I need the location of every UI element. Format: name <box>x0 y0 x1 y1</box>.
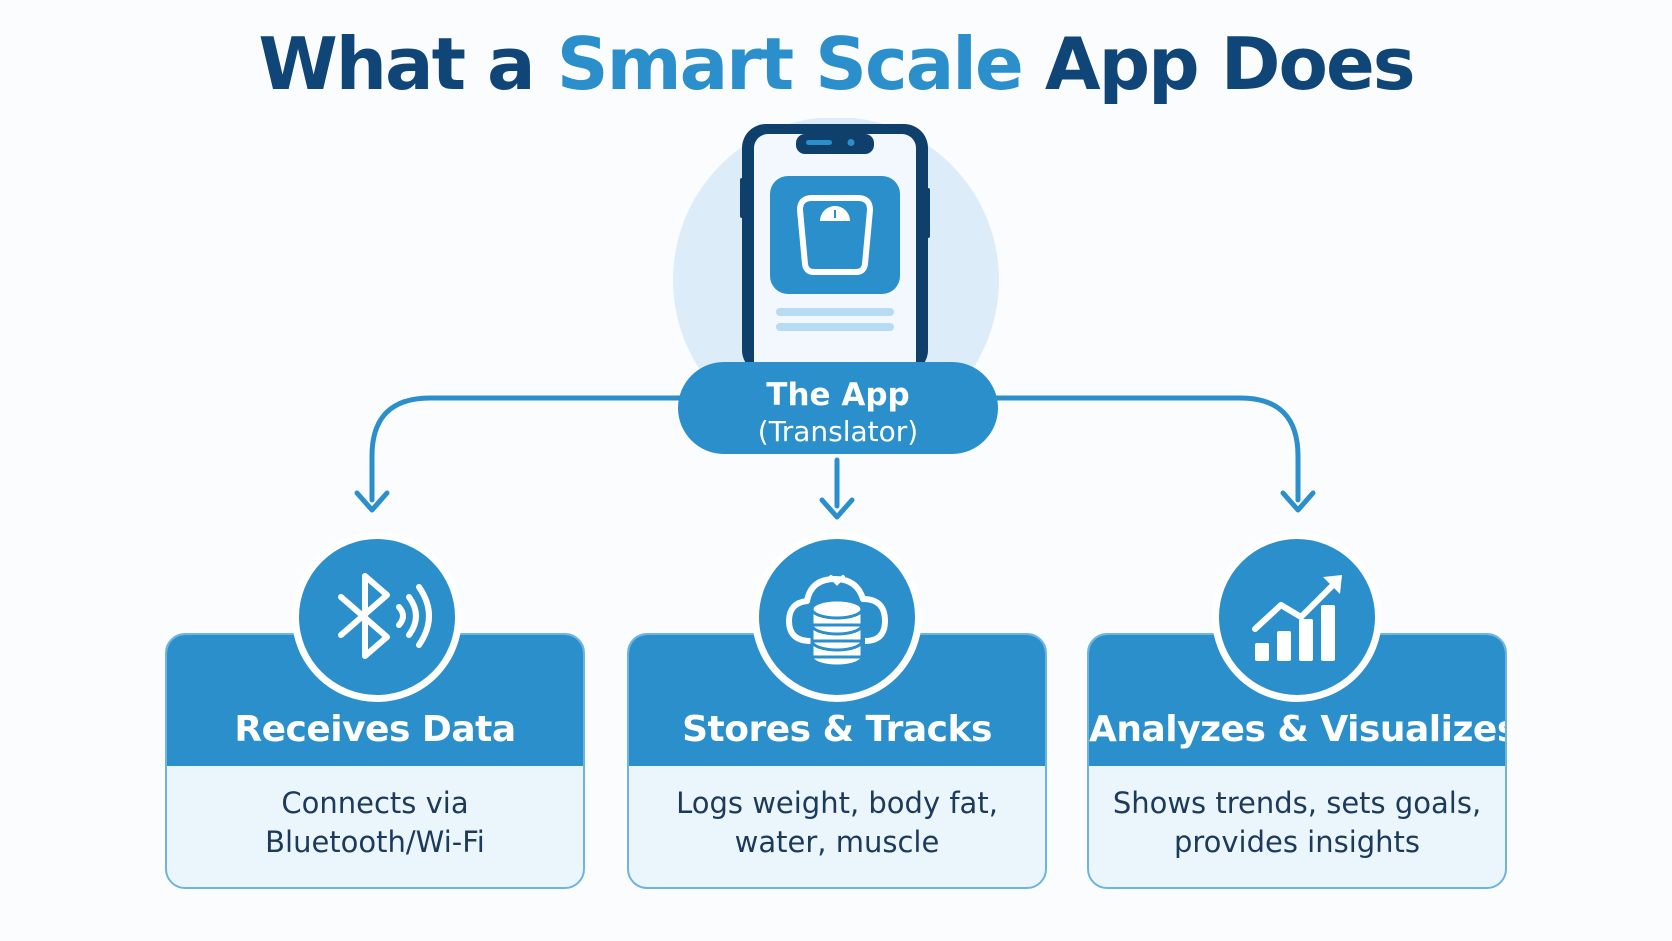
right-connector <box>993 395 1301 503</box>
card-description: Shows trends, sets goals, provides insig… <box>1112 786 1482 859</box>
right-arrowhead <box>1280 490 1316 513</box>
phone-notch <box>796 134 874 154</box>
growth-chart-icon <box>1212 532 1382 702</box>
title-accent: Smart Scale <box>556 22 1024 106</box>
phone-illustration <box>673 118 999 378</box>
center-arrowhead <box>819 497 855 520</box>
cloud-database-icon <box>752 532 922 702</box>
left-arrowhead <box>354 490 390 513</box>
app-translator-pill: The App (Translator) <box>678 362 998 454</box>
center-label: The App <box>766 377 910 413</box>
app-tile <box>770 176 900 294</box>
title-part-2: App Does <box>1021 22 1416 106</box>
card-description: Connects via Bluetooth/Wi-Fi <box>265 786 485 859</box>
card-description: Logs weight, body fat, water, muscle <box>676 786 998 859</box>
page-title: What a Smart Scale App Does <box>0 22 1672 106</box>
left-connector <box>369 395 683 503</box>
title-part-1: What a <box>258 22 557 106</box>
center-sublabel: (Translator) <box>757 415 919 448</box>
scale-icon <box>796 195 874 275</box>
bluetooth-signal-icon <box>292 532 462 702</box>
